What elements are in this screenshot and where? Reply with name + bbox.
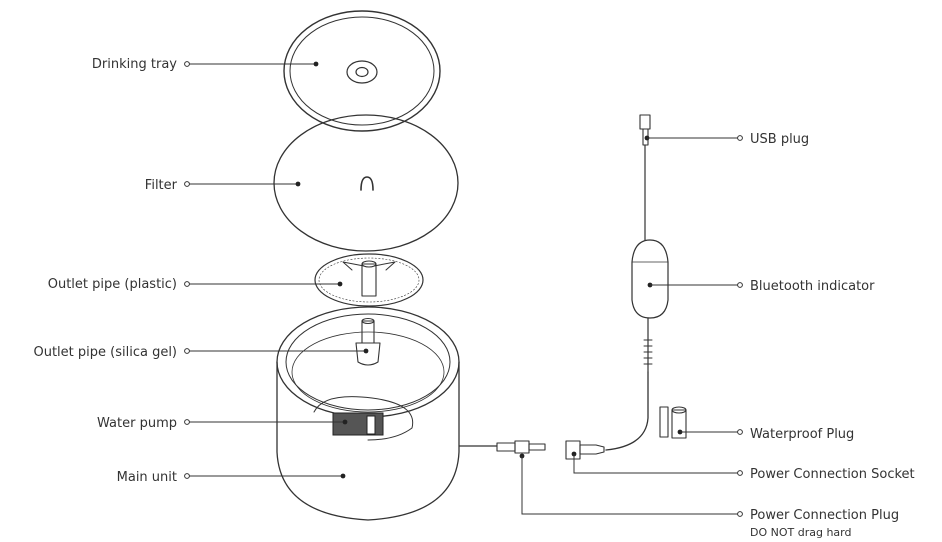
outlet-pipe-silica-gel [355, 317, 381, 366]
callout-drinking-tray: Drinking tray [92, 57, 319, 72]
callout-water-pump: Water pump [97, 416, 348, 431]
filter [273, 114, 459, 252]
waterproof-plug [659, 406, 687, 439]
callout-filter: Filter [145, 178, 301, 193]
label-drinking-tray: Drinking tray [92, 57, 177, 72]
water-pump [332, 412, 384, 436]
label-power-connection-plug: Power Connection Plug [750, 508, 899, 523]
label-bluetooth-indicator: Bluetooth indicator [750, 279, 875, 294]
callout-usb-plug: USB plug [644, 132, 809, 147]
callout-bluetooth-indicator: Bluetooth indicator [647, 279, 875, 294]
power-connection-plug [458, 440, 546, 454]
label-water-pump: Water pump [97, 416, 177, 431]
power-connection-socket [565, 440, 605, 460]
callout-main-unit: Main unit [117, 470, 346, 485]
label-outlet-pipe-plastic: Outlet pipe (plastic) [48, 277, 177, 292]
label-power-connection-socket: Power Connection Socket [750, 467, 915, 482]
callout-waterproof-plug: Waterproof Plug [677, 427, 854, 442]
label-usb-plug: USB plug [750, 132, 809, 147]
usb-cable [605, 114, 669, 451]
callout-power-connection-plug: Power Connection Plug DO NOT drag hard [519, 453, 899, 539]
label-power-plug-warning: DO NOT drag hard [750, 526, 851, 539]
outlet-pipe-plastic [314, 253, 424, 307]
callout-outlet-pipe-silica-gel: Outlet pipe (silica gel) [33, 345, 369, 360]
label-main-unit: Main unit [117, 470, 177, 485]
label-filter: Filter [145, 178, 178, 193]
label-waterproof-plug: Waterproof Plug [750, 427, 854, 442]
callout-power-connection-socket: Power Connection Socket [571, 451, 915, 482]
callout-outlet-pipe-plastic: Outlet pipe (plastic) [48, 277, 343, 292]
label-outlet-pipe-silica-gel: Outlet pipe (silica gel) [33, 345, 177, 360]
drinking-tray [283, 10, 441, 132]
